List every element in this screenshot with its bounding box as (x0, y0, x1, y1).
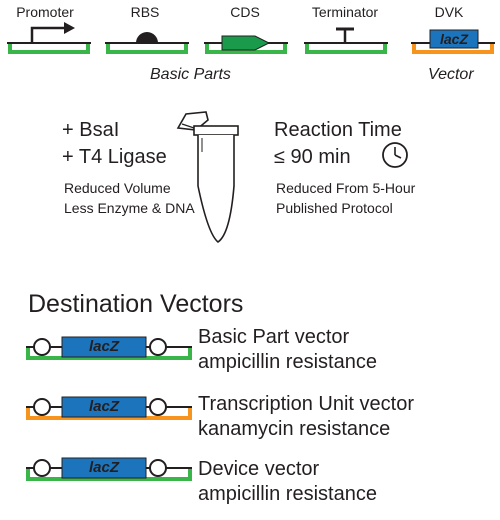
lacz-gene-label-1: lacZ (88, 338, 119, 355)
dvk-label: DVK (434, 4, 464, 20)
reaction-time-title: Reaction Time (274, 119, 402, 141)
reaction-time-value: ≤ 90 min (274, 146, 351, 168)
lacz-gene-label-2: lacZ (88, 398, 119, 415)
destination-vector-3 (26, 457, 192, 481)
rbs-part (105, 32, 189, 54)
destination-2-line2: kanamycin resistance (198, 418, 391, 440)
bsai-site-right-icon (149, 398, 167, 416)
bsai-site-right-icon (149, 459, 167, 477)
destination-3-line2: ampicillin resistance (198, 483, 377, 505)
basic-parts-diagram (7, 22, 495, 54)
lacz-box-icon (61, 457, 147, 479)
basic-parts-caption: Basic Parts (150, 66, 231, 83)
terminator-label: Terminator (311, 4, 379, 20)
reduced-from-text: Reduced From 5-Hour (276, 180, 416, 196)
vector-caption: Vector (428, 66, 474, 83)
destination-vectors-title: Destination Vectors (28, 290, 244, 318)
rbs-semicircle-icon (136, 32, 158, 43)
tube-icon (176, 111, 239, 243)
cds-label: CDS (230, 4, 260, 20)
bsai-site-right-icon (149, 338, 167, 356)
promoter-part (7, 22, 91, 54)
bsai-enzyme-text: + BsaI (62, 119, 120, 141)
cds-arrow-icon (221, 35, 271, 51)
cds-part (204, 35, 288, 54)
terminator-t-icon (336, 27, 354, 43)
clock-icon (382, 142, 408, 168)
destination-vector-2 (26, 396, 192, 420)
t4-ligase-text: + T4 Ligase (62, 146, 167, 168)
destination-1-line2: ampicillin resistance (198, 351, 377, 373)
terminator-part (304, 27, 388, 54)
rbs-label: RBS (130, 4, 160, 20)
less-enzyme-text: Less Enzyme & DNA (64, 200, 195, 216)
lacz-box-icon (61, 396, 147, 418)
bsai-site-left-icon (33, 338, 51, 356)
bsai-site-left-icon (33, 459, 51, 477)
promoter-label: Promoter (16, 4, 74, 20)
published-protocol-text: Published Protocol (276, 200, 393, 216)
destination-vector-1 (26, 336, 192, 360)
destination-2-line1: Transcription Unit vector (198, 393, 414, 415)
destination-1-line1: Basic Part vector (198, 326, 350, 348)
destination-3-line1: Device vector (198, 458, 320, 480)
promoter-arrow-icon (30, 22, 75, 43)
vector-box-icon (429, 29, 479, 49)
lacz-box-icon (61, 336, 147, 358)
bsai-site-left-icon (33, 398, 51, 416)
reduced-volume-text: Reduced Volume (64, 180, 171, 196)
dvk-part (411, 29, 495, 54)
dvk-gene-label: lacZ (439, 31, 468, 47)
destination-vector-diagrams (26, 336, 192, 481)
lacz-gene-label-3: lacZ (88, 459, 119, 476)
